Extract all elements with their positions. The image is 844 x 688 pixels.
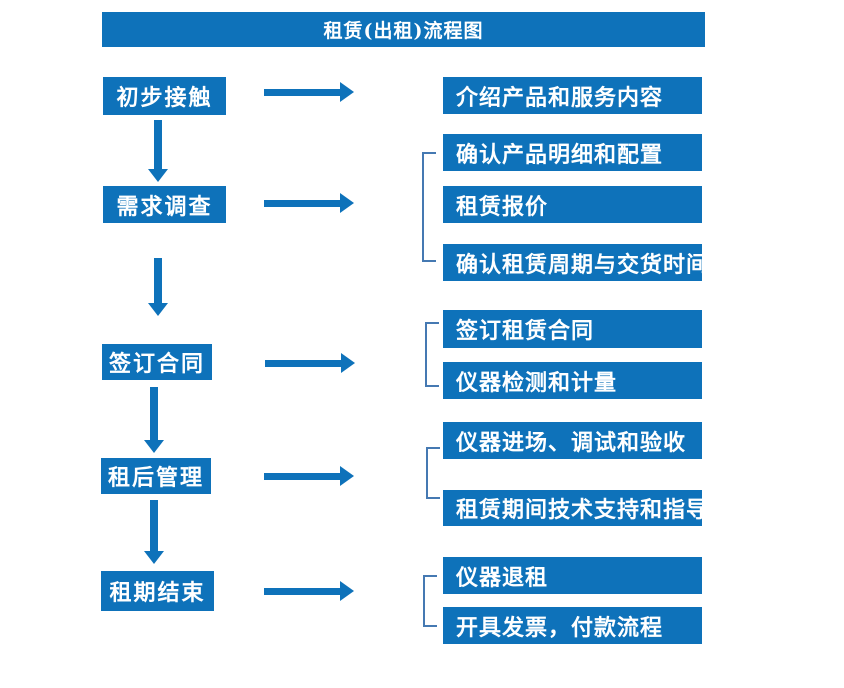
step-box-demand-survey: 需求调查 (103, 186, 226, 223)
detail-box-invoice-payment-process: 开具发票，付款流程 (443, 607, 702, 644)
bracket-group-contract-signing (425, 322, 439, 387)
detail-box-sign-rental-contract: 签订租赁合同 (443, 310, 702, 348)
arrow-right-icon-5 (264, 581, 354, 601)
arrow-right-icon-2 (264, 193, 354, 213)
detail-box-confirm-product-details-config: 确认产品明细和配置 (443, 134, 702, 171)
step-box-rental-end: 租期结束 (101, 571, 214, 611)
detail-box-instrument-return: 仪器退租 (443, 557, 702, 594)
bracket-group-rental-end (423, 575, 437, 627)
arrow-right-icon-1 (264, 82, 354, 102)
arrow-down-icon-3 (144, 387, 164, 453)
detail-box-rental-quotation: 租赁报价 (443, 186, 702, 223)
page-title: 租赁(出租)流程图 (323, 20, 484, 42)
detail-box-instrument-testing-calibration: 仪器检测和计量 (443, 362, 702, 399)
step-box-post-rental-management: 租后管理 (101, 458, 211, 494)
flowchart-title-bar: 租赁(出租)流程图 (102, 12, 705, 47)
arrow-right-icon-4 (264, 466, 354, 486)
detail-box-confirm-rental-period-delivery: 确认租赁周期与交货时间 (443, 244, 708, 281)
arrow-down-icon-4 (144, 500, 164, 564)
bracket-group-post-rental-management (426, 447, 440, 499)
detail-box-technical-support-guidance: 租赁期间技术支持和指导 (443, 490, 708, 526)
bracket-group-demand-survey (422, 152, 436, 262)
arrow-down-icon-2 (148, 258, 168, 316)
step-box-contract-signing: 签订合同 (102, 344, 212, 380)
detail-box-instrument-arrival-acceptance: 仪器进场、调试和验收 (443, 422, 702, 459)
arrow-down-icon-1 (148, 120, 168, 182)
step-box-initial-contact: 初步接触 (103, 77, 226, 115)
detail-box-introduce-products-services: 介绍产品和服务内容 (443, 77, 702, 114)
arrow-right-icon-3 (265, 353, 355, 373)
